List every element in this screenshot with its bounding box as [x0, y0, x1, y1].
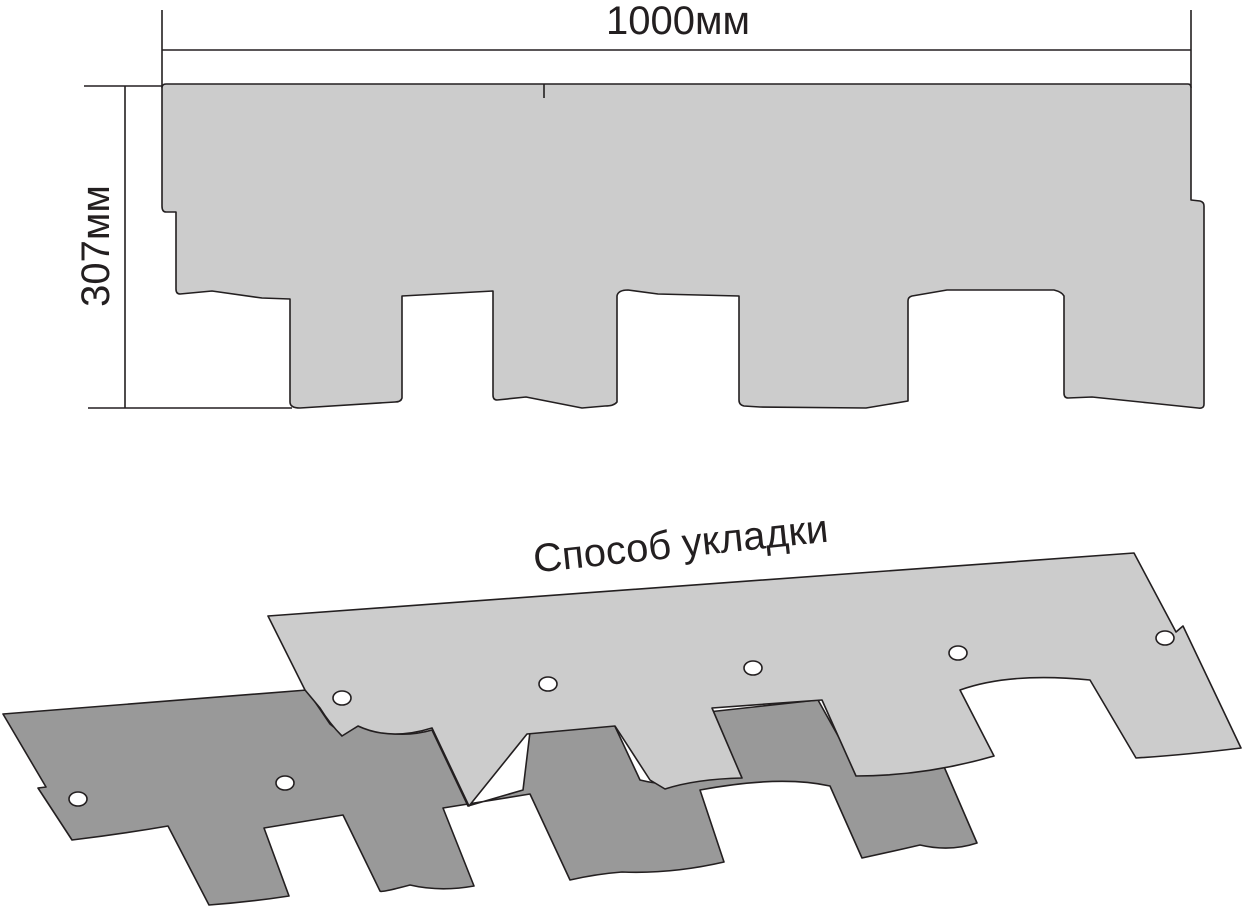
installation-method: Способ укладки — [2, 507, 1242, 906]
dimensioned-shingle: 1000мм 307мм — [74, 0, 1205, 409]
width-label: 1000мм — [606, 0, 750, 43]
nail-hole — [948, 645, 968, 661]
nail-hole — [743, 660, 763, 676]
nail-hole — [68, 791, 88, 807]
nail-hole — [275, 775, 295, 791]
shingle-top-view — [161, 83, 1205, 409]
shingle-upper — [267, 552, 1242, 807]
nail-hole — [1155, 630, 1175, 646]
height-label: 307мм — [74, 185, 118, 307]
installation-caption: Способ укладки — [531, 507, 830, 582]
nail-hole — [538, 676, 558, 692]
nail-hole — [332, 690, 352, 706]
